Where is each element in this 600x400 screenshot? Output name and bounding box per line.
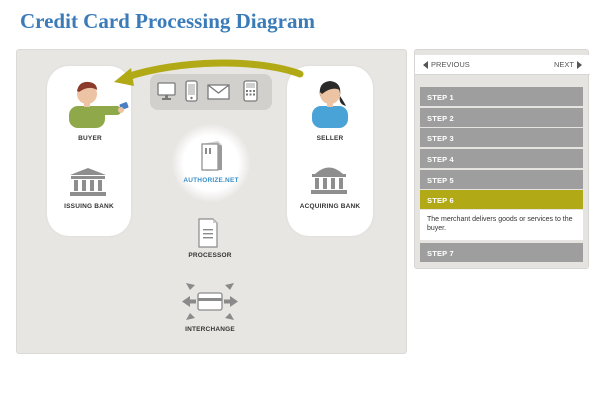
- phone-icon: [185, 80, 198, 102]
- buyer-person-icon: [69, 81, 129, 128]
- step-5[interactable]: STEP 5: [420, 170, 583, 189]
- gateway-label: AUTHORIZE.NET: [183, 177, 239, 184]
- issuing-bank-label: ISSUING BANK: [64, 203, 114, 210]
- next-button[interactable]: NEXT: [554, 60, 582, 69]
- step-2[interactable]: STEP 2: [420, 108, 583, 127]
- processor-label: PROCESSOR: [188, 252, 232, 259]
- arrow-right-icon: [577, 60, 582, 69]
- gateway-server-icon: [201, 141, 222, 171]
- step-7[interactable]: STEP 7: [420, 243, 583, 262]
- interchange-label: INTERCHANGE: [185, 326, 235, 333]
- seller-person-icon: [312, 81, 348, 128]
- step-4[interactable]: STEP 4: [420, 149, 583, 168]
- next-label: NEXT: [553, 60, 574, 69]
- previous-button[interactable]: PREVIOUS: [423, 60, 470, 69]
- step-6[interactable]: STEP 6: [420, 190, 583, 209]
- acquiring-bank-icon: [311, 167, 347, 194]
- buyer-label: BUYER: [78, 135, 102, 142]
- card-terminal-icon: [243, 80, 258, 102]
- diagram-canvas: BUYER SELLER ISSUING BANK ACQUIRING BANK…: [16, 49, 407, 354]
- seller-label: SELLER: [316, 135, 344, 142]
- issuing-bank-icon: [70, 168, 106, 196]
- steps-panel: PREVIOUS NEXT STEP 1 STEP 2 STEP 3 STEP …: [414, 49, 590, 269]
- mail-icon: [207, 84, 230, 100]
- acquiring-bank-label: ACQUIRING BANK: [299, 203, 361, 210]
- computer-icon: [157, 82, 176, 100]
- previous-label: PREVIOUS: [431, 60, 470, 69]
- processor-icon: [198, 218, 218, 248]
- steps-nav: PREVIOUS NEXT: [415, 55, 590, 75]
- step-6-description: The merchant delivers goods or services …: [420, 210, 583, 240]
- delivery-arrow: [114, 59, 304, 86]
- step-3[interactable]: STEP 3: [420, 128, 583, 147]
- arrow-left-icon: [423, 60, 428, 69]
- interchange-icon: [182, 283, 238, 320]
- step-1[interactable]: STEP 1: [420, 87, 583, 106]
- page-title: Credit Card Processing Diagram: [20, 9, 315, 33]
